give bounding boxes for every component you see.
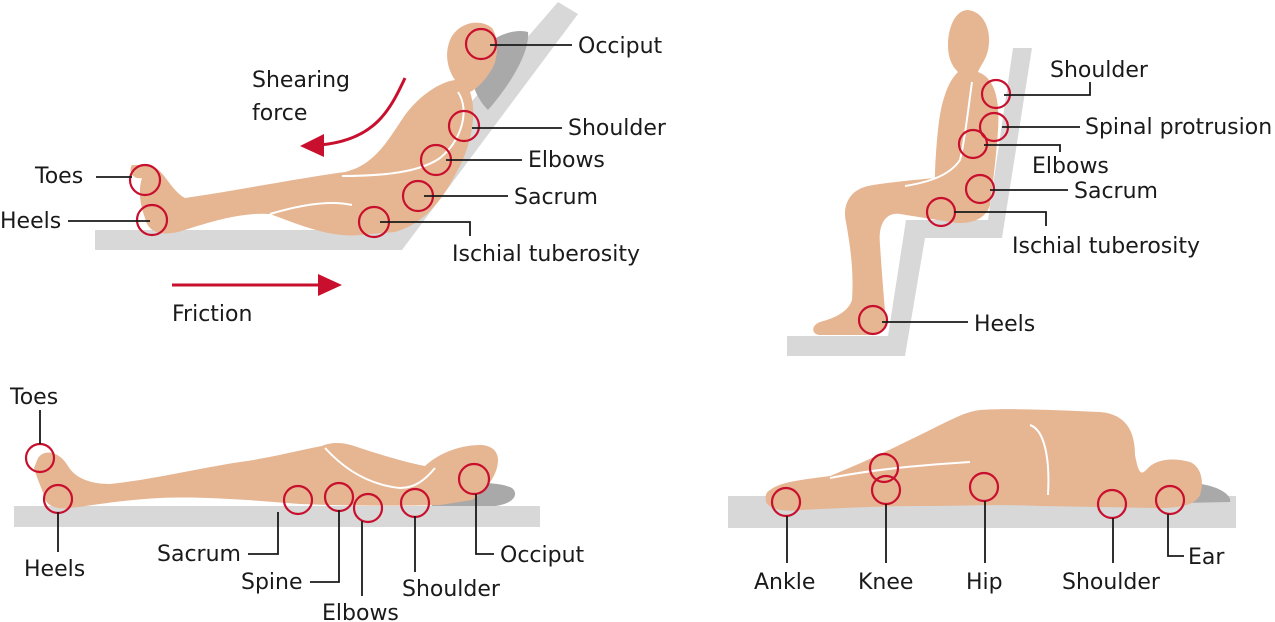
- seated-elbows-label: Elbows: [1032, 154, 1109, 179]
- seated-ischial-label: Ischial tuberosity: [1012, 234, 1200, 259]
- shearing-force-label-line2: force: [252, 101, 307, 126]
- seated-sacrum-marker: [964, 173, 996, 205]
- seated-elbow-leader: [984, 144, 1061, 152]
- side-lying-body: [765, 409, 1202, 511]
- reclined-sacrum-label: Sacrum: [514, 185, 598, 210]
- reclined-ischial-leader: [380, 221, 471, 236]
- supine-bed: [14, 506, 540, 527]
- supine-body: [34, 442, 498, 509]
- supine-occiput-label: Occiput: [500, 543, 585, 568]
- reclined-shoulder-marker: [447, 109, 481, 143]
- supine-toes-label: Toes: [9, 385, 58, 410]
- reclined-toes-marker: [128, 163, 162, 197]
- supine-shoulder-label: Shoulder: [402, 577, 501, 602]
- seated-chair: [787, 48, 1032, 356]
- reclined-body: [130, 22, 498, 236]
- seated-elbow-marker: [957, 128, 989, 160]
- seated-sacrum-label: Sacrum: [1074, 179, 1158, 204]
- side-lying-ankle-label: Ankle: [754, 570, 815, 595]
- supine-spine-label: Spine: [241, 570, 303, 595]
- seated-spinal-label: Spinal protrusion: [1085, 115, 1272, 140]
- shearing-force-label-line1: Shearing: [252, 68, 350, 93]
- side-lying-ear-marker: [1154, 484, 1186, 516]
- supine-sacrum-label: Sacrum: [157, 542, 241, 567]
- side-lying-hip-marker: [968, 471, 1000, 503]
- side-lying-ear-leader: [1167, 514, 1184, 557]
- reclined-occiput-label: Occiput: [578, 34, 663, 59]
- side-lying-knee-label: Knee: [858, 570, 913, 595]
- friction-arrowhead: [318, 274, 342, 296]
- supine-arm-outline: [324, 447, 436, 490]
- supine-spine-leader: [310, 510, 340, 583]
- reclined-shoulder-label: Shoulder: [568, 116, 667, 141]
- reclined-toes-label: Toes: [34, 164, 83, 189]
- supine-occiput-marker: [457, 462, 491, 496]
- reclined-bed: [95, 2, 578, 250]
- side-lying-arm-outline: [1029, 424, 1050, 496]
- supine-occiput-leader: [475, 494, 494, 555]
- friction-label: Friction: [172, 302, 252, 327]
- panel-side-lying: Ankle Knee Hip Shoulder Ear: [728, 409, 1236, 595]
- seated-body: [813, 10, 999, 335]
- seated-ischial-leader: [954, 211, 1047, 226]
- seated-shoulder-label: Shoulder: [1050, 58, 1149, 83]
- shearing-force-arrowhead: [300, 134, 324, 157]
- panel-seated: Shoulder Spinal protrusion Elbows Sacrum…: [787, 10, 1272, 356]
- supine-heels-label: Heels: [24, 557, 85, 582]
- side-lying-knee-upper-marker: [868, 452, 900, 484]
- side-lying-shoulder-marker: [1096, 488, 1128, 520]
- side-lying-hip-label: Hip: [966, 570, 1003, 595]
- supine-sacrum-leader: [248, 512, 279, 555]
- seated-shoulder-leader: [1004, 82, 1091, 96]
- panel-semi-reclined: Occiput Shoulder Elbows Sacrum Ischial t…: [0, 2, 667, 327]
- reclined-ischial-label: Ischial tuberosity: [452, 242, 640, 267]
- seated-arm-outline: [904, 81, 973, 187]
- reclined-occiput-marker: [464, 27, 498, 61]
- shearing-force-arrow: [319, 77, 407, 147]
- reclined-heels-marker: [135, 203, 169, 237]
- supine-elbow-marker: [352, 492, 384, 524]
- reclined-heels-label: Heels: [0, 209, 61, 234]
- reclined-elbows-label: Elbows: [528, 148, 605, 173]
- side-lying-ear-label: Ear: [1188, 545, 1225, 570]
- supine-sacrum-marker: [282, 484, 314, 516]
- seated-heels-marker: [857, 304, 889, 336]
- panel-supine: Toes Heels Sacrum Spine Elbows Shoulder …: [9, 385, 585, 622]
- reclined-leg-outline: [269, 202, 353, 215]
- side-lying-leg-outline: [829, 461, 971, 479]
- supine-elbows-label: Elbows: [322, 601, 399, 622]
- seated-heels-label: Heels: [974, 312, 1035, 337]
- side-lying-ankle-marker: [770, 486, 802, 518]
- seated-shoulder-marker: [980, 78, 1012, 110]
- side-lying-shoulder-label: Shoulder: [1062, 570, 1161, 595]
